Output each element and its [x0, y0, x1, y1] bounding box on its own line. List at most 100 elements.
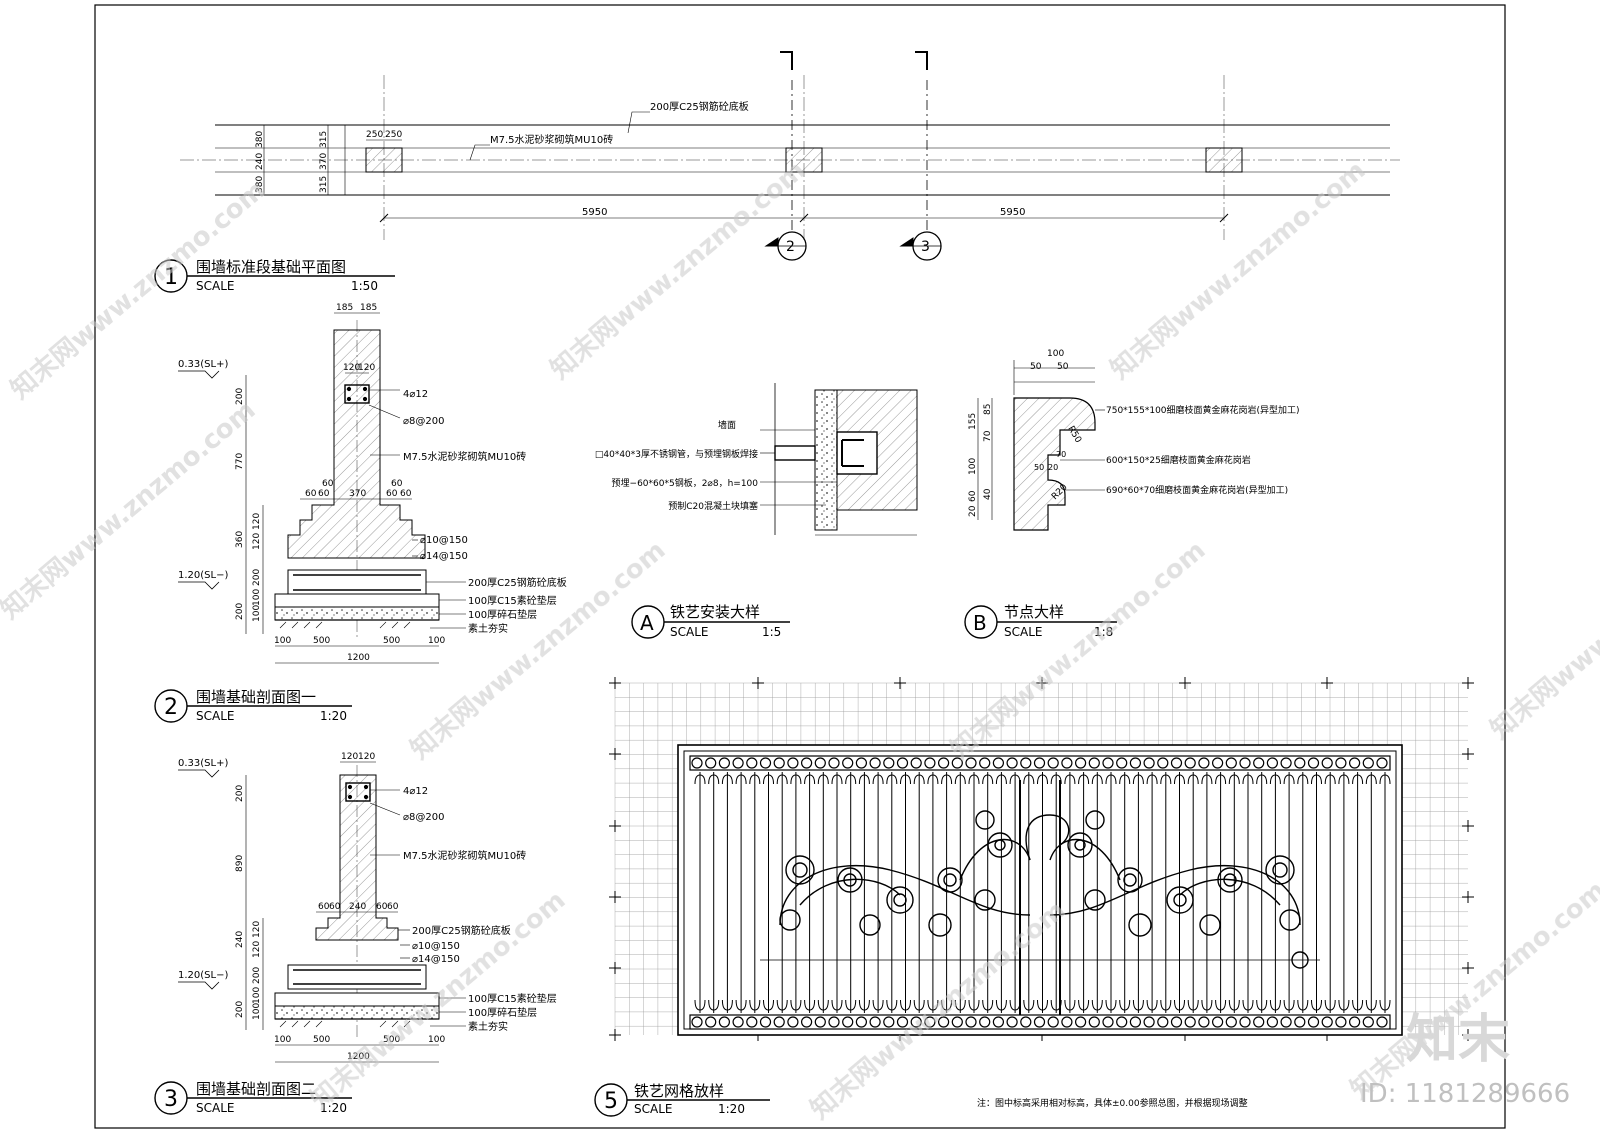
- plan-section-3: 3: [921, 239, 930, 255]
- watermark-5: 知末网www.znzmo.com: [405, 535, 671, 765]
- plan-mortar-note: M7.5水泥砂浆砌筑MU10砖: [490, 133, 613, 146]
- bar-hook: [872, 774, 884, 785]
- detailA-note2: □40*40*3厚不锈钢管，与预埋钢板焊接: [595, 448, 758, 460]
- sec1-bottom-dim-3: 500: [383, 636, 400, 646]
- sec1-bar2: ⌀14@150: [420, 551, 468, 562]
- grille-scale: 1:20: [718, 1102, 745, 1116]
- detailB-title-block: [964, 605, 1117, 639]
- sec2-step-dim-3: 240: [349, 902, 366, 912]
- watermark-id: ID: 1181289666: [1360, 1079, 1570, 1109]
- sec1-title-num: 2: [164, 695, 178, 720]
- detailB-vdim-40: 40: [983, 488, 993, 500]
- plan-mid-dim-1: 315: [319, 176, 329, 193]
- bar-hook: [1324, 774, 1336, 785]
- bar-hook: [1311, 774, 1322, 785]
- rail-ring: [828, 1016, 840, 1028]
- plan-title-num: 1: [164, 265, 178, 290]
- rail-ring: [1157, 1016, 1169, 1028]
- rail-ring: [965, 757, 977, 769]
- rail-ring: [814, 1016, 826, 1028]
- sec2-vdim-100a: 100: [252, 987, 262, 1004]
- grille-title: 铁艺网格放样: [634, 1082, 724, 1100]
- bar-hook: [927, 774, 939, 785]
- grid-cross: [609, 748, 621, 760]
- rail-ring: [1239, 1016, 1251, 1028]
- bar-foot: [900, 999, 911, 1011]
- sec2-vdim-200: 200: [235, 785, 245, 802]
- bar-foot: [1119, 999, 1131, 1011]
- rail-ring: [1006, 1016, 1018, 1028]
- bar-hook: [1023, 774, 1035, 785]
- sec2-bottom-dim-3: 500: [383, 1035, 400, 1045]
- sec2-scale-label: SCALE: [196, 1101, 234, 1115]
- bar-hook: [1215, 774, 1227, 785]
- rail-ring: [1170, 1016, 1183, 1028]
- detailB-top2a: 50: [1030, 362, 1042, 372]
- bar-foot: [941, 999, 953, 1011]
- bar-hook: [1283, 774, 1295, 785]
- bar-hook: [954, 774, 966, 785]
- rail-ring: [746, 1016, 758, 1028]
- sec1-dim-120b: 120: [358, 363, 375, 373]
- sec1-vdim-770: 770: [235, 453, 245, 470]
- sec1-step-dim-1: 60: [305, 489, 317, 499]
- bar-foot: [954, 999, 966, 1011]
- sec1-bottom-dim-1: 100: [274, 636, 291, 646]
- bar-foot: [968, 999, 980, 1011]
- rail-ring: [732, 1016, 744, 1028]
- plan-scale: 1:50: [351, 279, 378, 293]
- sec2-layer0: 200厚C25钢筋砼底板: [412, 924, 511, 937]
- sec2-vdim-890: 890: [235, 855, 245, 872]
- sec1-step-dim-4: 60: [386, 489, 398, 499]
- bar-foot: [1365, 999, 1377, 1011]
- rail-ring: [896, 1016, 909, 1028]
- plan-dim-5950b: 5950: [1000, 207, 1025, 218]
- bar-hook: [1338, 774, 1350, 785]
- plan-mid-dim-3: 315: [319, 131, 329, 148]
- scroll-right: [1049, 810, 1309, 969]
- bar-foot: [1283, 999, 1295, 1011]
- bar-hook: [1352, 774, 1364, 785]
- detailB-vdim-85: 85: [983, 404, 993, 415]
- rail-ring: [1088, 757, 1100, 769]
- bar-foot: [721, 999, 733, 1011]
- plan-left-dim-2: 240: [255, 153, 265, 170]
- bar-foot: [1242, 999, 1254, 1011]
- sec2-bar1: ⌀10@150: [412, 941, 460, 952]
- bar-foot: [1324, 999, 1336, 1011]
- rail-ring: [800, 757, 813, 769]
- detailB-note1: 750*155*100细磨枝面黄金麻花岗岩(异型加工): [1106, 404, 1300, 416]
- detailA-note1: 墙面: [718, 419, 736, 431]
- plan-mid-dim-2: 370: [319, 153, 329, 170]
- sec2-vdim-120b: 120: [252, 941, 262, 958]
- rail-ring: [773, 1016, 785, 1028]
- rail-ring: [1253, 757, 1265, 769]
- rail-ring: [869, 1016, 881, 1028]
- rail-ring: [951, 757, 963, 769]
- rail-ring: [842, 757, 854, 769]
- detailA-title: 铁艺安装大样: [670, 603, 760, 621]
- bar-foot: [1269, 999, 1281, 1011]
- bar-foot: [1297, 999, 1309, 1011]
- plan-slab-note: 200厚C25钢筋砼底板: [650, 100, 749, 113]
- bar-hook: [817, 774, 829, 785]
- sec1-step-dim-3: 370: [349, 489, 366, 499]
- bar-hook: [1078, 774, 1090, 785]
- plan-dim-250a: 250: [366, 130, 383, 140]
- watermark-3: 知末网www.znzmo.com: [1105, 155, 1371, 385]
- detailB-vdim-100: 100: [968, 458, 978, 475]
- bar-hook: [735, 774, 747, 785]
- grille-scale-label: SCALE: [634, 1102, 672, 1116]
- rail-ring: [1266, 1016, 1279, 1028]
- rail-ring: [937, 757, 950, 769]
- rail-ring: [1020, 1016, 1032, 1028]
- bar-foot: [1338, 999, 1350, 1011]
- grille-title-block: [594, 1083, 770, 1117]
- rail-ring: [1376, 757, 1388, 769]
- grid-cross: [609, 1029, 621, 1041]
- sec2-title-block: [154, 1081, 352, 1115]
- sec2-dim-120a: 120: [341, 752, 358, 762]
- bar-foot: [1379, 999, 1391, 1011]
- bar-foot: [790, 999, 802, 1011]
- rail-ring: [1102, 1016, 1114, 1028]
